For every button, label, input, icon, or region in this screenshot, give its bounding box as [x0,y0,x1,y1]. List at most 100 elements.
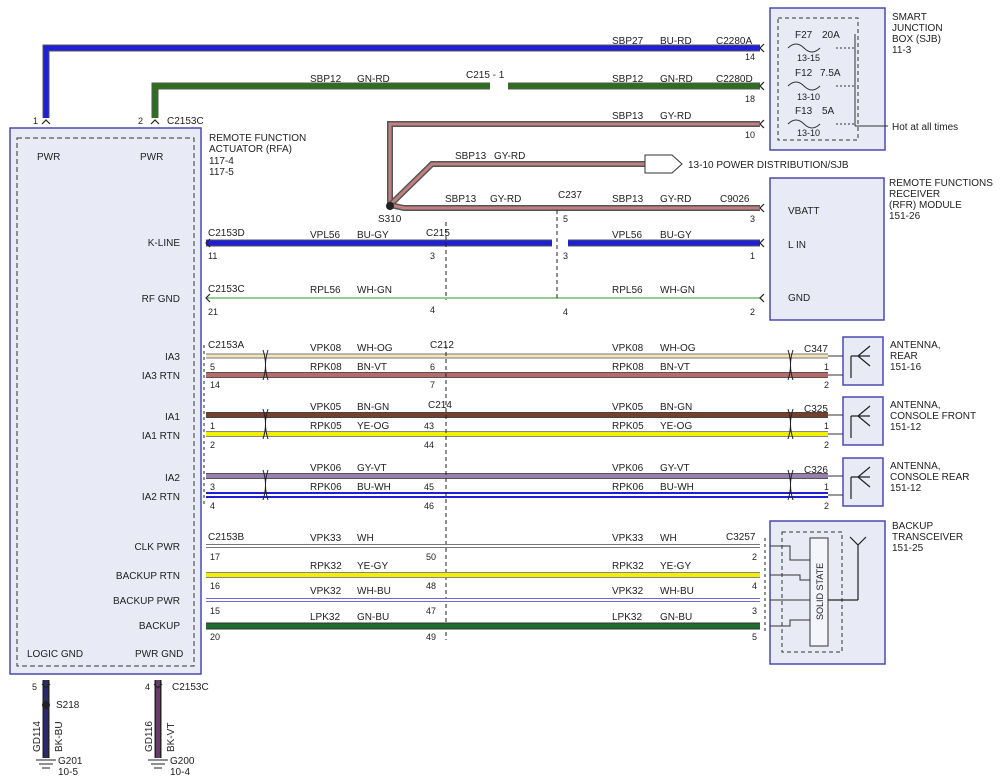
antenna-front-ref: 151-12 [890,422,922,433]
pin-2-rfa: 2 [138,116,143,126]
conn-c326: C326 [804,465,828,476]
pin-5-logicgnd: 5 [32,682,37,692]
solid-state-label: SOLID STATE [815,563,825,620]
wire-lpk32-id: LPK32 [310,612,340,623]
antenna-rear-ref: 151-16 [890,362,922,373]
rfa-pin-pwr1: PWR [37,152,60,163]
wire-sbp13-rfr-color: GY-RD [490,194,521,205]
pin-4-c3257: 4 [752,581,757,591]
wire-vpk33b-id: VPK33 [612,533,644,544]
antenna-leads [828,355,843,496]
conn-c215-1: C215 - 1 [466,70,505,81]
conn-s218: S218 [56,700,80,711]
pin-4-c215-rfgnd: 4 [430,305,435,315]
wire-sbp13-rfr2-color: GY-RD [660,194,691,205]
rfr-pin-vbatt: VBATT [788,206,819,217]
sjb-ref: 11-3 [892,45,912,56]
rfa-pin-ia2rtn: IA2 RTN [142,492,180,503]
wire-sbp12b-id: SBP12 [612,74,644,85]
connector-chevrons [41,43,765,689]
wire-sbp27-id: SBP27 [612,36,644,47]
pin-1-c347: 1 [824,362,829,372]
wire-vpk05b-color: BN-GN [660,402,692,413]
wire-sbp27-core [43,45,760,118]
backup-ref: 151-25 [892,543,924,554]
wire-sbp12-id: SBP12 [310,74,342,85]
conn-g200: G200 [170,756,195,767]
fuse-f12-ref: 13-10 [797,92,820,102]
rfa-pin-pwr2: PWR [140,152,163,163]
wire-rpk08b-id: RPK08 [612,362,644,373]
pin-50: 50 [426,552,436,562]
rfa-pin-ia3: IA3 [165,352,180,363]
pin-2-c3257: 2 [752,552,757,562]
wire-rpk08-color: BN-VT [357,362,387,373]
wire-rpk06b-color: BU-WH [660,482,694,493]
pin-5-c3257: 5 [752,632,757,642]
antenna-rear-line1: ANTENNA, [890,340,941,351]
conn-c2153c-bottom: C2153C [172,682,209,693]
conn-c2153b: C2153B [208,532,244,543]
wire-rpk06-color: BU-WH [357,482,391,493]
fuse-f27-name: F27 [795,30,813,41]
pin-46-c214: 46 [424,501,434,511]
wire-rpk08b-color: BN-VT [660,362,690,373]
wire-rpk06b-id: RPK06 [612,482,644,493]
pd-label: 13-10 POWER DISTRIBUTION/SJB [688,160,849,171]
rfa-pin-ia1rtn: IA1 RTN [142,431,180,442]
backup-title-line1: BACKUP [892,521,933,532]
wire-vpk05b-id: VPK05 [612,402,644,413]
wire-vpk32b-id: VPK32 [612,586,644,597]
wire-sbp13-pd-color: GY-RD [494,151,525,162]
pin-5-c237: 5 [563,214,568,224]
conn-c9026: C9026 [720,194,750,205]
wire-sbp12 [151,82,490,118]
rfr-title-line1: REMOTE FUNCTIONS [889,178,993,189]
rfr-pin-gnd: GND [788,293,810,304]
pin-5-ia3: 5 [210,362,215,372]
wire-rpk05-id: RPK05 [310,421,342,432]
wire-rpk08-id: RPK08 [310,362,342,373]
sjb-title-line3: BOX (SJB) [892,34,941,45]
splice-s310 [386,202,394,210]
pin-1-rfr-lin: 1 [750,251,755,261]
antenna-rear-line2: REAR [890,351,918,362]
pin-1-c326: 1 [824,482,829,492]
wire-rpk32b-id: RPK32 [612,561,644,572]
pin-43-c214: 43 [424,421,434,431]
wire-sbp13-pd-core [388,162,645,207]
pin-1-ia1: 1 [210,421,215,431]
rfa-pin-backup: BACKUP [139,621,180,632]
pin-4-ia2rtn: 4 [210,501,215,511]
wire-rpl56b-id: RPL56 [612,285,643,296]
fuse-f27-ref: 13-15 [797,53,820,63]
conn-g200-ref: 10-4 [170,767,190,778]
solid-state-box [809,537,829,647]
wire-sbp13-color: GY-RD [660,111,691,122]
antenna-front-line2: CONSOLE FRONT [890,411,976,422]
fuse-f27-symbol [787,43,821,53]
pin-21-rfgnd: 21 [208,307,218,317]
rfa-pin-backuppwr: BACKUP PWR [113,596,180,607]
sjb-title-line2: JUNCTION [892,23,943,34]
pin-4-pwrgnd: 4 [145,682,150,692]
conn-c214: C214 [428,400,452,411]
pin-3-c215-kline: 3 [430,251,435,261]
wire-gd116-id: GD116 [144,721,155,752]
rfa-pin-rfgnd: RF GND [142,294,180,305]
ground-g201-symbol [36,759,56,769]
wire-sbp13-rfr-core [389,203,760,210]
pin-3-rfr-vbatt: 3 [750,214,755,224]
backup-title-line2: TRANSCEIVER [892,532,963,543]
pin-1-rfa: 1 [33,116,38,126]
wire-sbp13-rfr2-id: SBP13 [612,194,644,205]
wire-vpk06-color: GY-VT [357,463,387,474]
rfr-title-line3: (RFR) MODULE [889,200,962,211]
pin-18-sjb: 18 [745,94,755,104]
rfa-pin-ia3rtn: IA3 RTN [142,371,180,382]
pin-2-c325: 2 [824,440,829,450]
rfa-module-inner [16,137,195,667]
pin-20-backup: 20 [210,632,220,642]
twisted-pair-markers [262,349,794,501]
